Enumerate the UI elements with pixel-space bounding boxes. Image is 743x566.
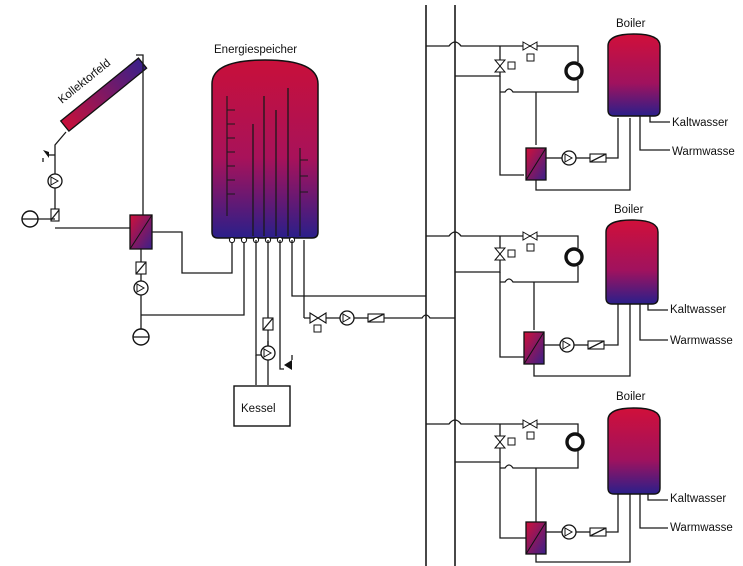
warm-water-label: Warmwasse: [672, 146, 735, 158]
radiator-icon: [564, 61, 584, 81]
boiler-label: Boiler: [614, 204, 644, 216]
collector-field: Kollektorfeld: [56, 57, 148, 133]
valve-icon: [522, 419, 538, 440]
check-valve-icon: [367, 313, 385, 323]
flowmeter-icon: [135, 261, 147, 275]
expansion-vessel-icon: [132, 328, 150, 346]
cold-water-label: Kaltwasser: [670, 304, 726, 316]
flowmeter-icon: [262, 317, 274, 331]
safety-valve-icon: [284, 355, 293, 370]
warm-water-label: Warmwasse: [670, 522, 733, 534]
pump-icon: [561, 524, 577, 540]
pump-icon: [339, 310, 355, 326]
heat-exchanger-icon: [129, 214, 153, 250]
pump-icon: [260, 345, 276, 361]
check-valve-icon: [589, 153, 607, 163]
warm-water-label: Warmwasse: [670, 335, 733, 347]
expansion-vessel-icon: [21, 210, 55, 228]
check-valve-icon: [587, 340, 605, 350]
valve-icon: [522, 231, 538, 252]
circuit-1: Boiler Kaltwasser Warmwasse: [426, 18, 735, 191]
circuit-2: Boiler Kaltwasser Warmwasse: [426, 204, 733, 377]
dhw-boiler: [607, 407, 661, 495]
safety-valve-icon: [42, 150, 55, 162]
pump-icon: [561, 150, 577, 166]
kessel-label: Kessel: [241, 403, 276, 415]
pump-icon: [133, 280, 149, 296]
cold-water-label: Kaltwasser: [670, 493, 726, 505]
boiler-label: Boiler: [616, 391, 646, 403]
circuit-3: Boiler Kaltwasser Warmwasse: [426, 391, 733, 563]
heat-exchanger-icon: [523, 331, 545, 365]
check-valve-icon: [50, 208, 60, 222]
dhw-boiler: [607, 33, 661, 117]
valve-icon: [493, 59, 516, 73]
dhw-boiler: [605, 219, 659, 305]
cold-water-label: Kaltwasser: [672, 117, 728, 129]
heat-exchanger-icon: [525, 147, 547, 181]
valve-icon: [309, 312, 327, 333]
pump-icon: [47, 173, 63, 189]
boiler-box: [233, 385, 291, 427]
check-valve-icon: [589, 527, 607, 537]
energy-storage-tank: [211, 59, 319, 244]
pump-icon: [559, 337, 575, 353]
radiator-icon: [565, 432, 585, 452]
valve-icon: [522, 41, 538, 62]
valve-icon: [493, 435, 516, 449]
boiler-label: Boiler: [616, 18, 646, 30]
heat-exchanger-icon: [525, 521, 547, 555]
storage-label: Energiespeicher: [214, 44, 297, 56]
valve-icon: [493, 247, 516, 261]
radiator-icon: [564, 247, 584, 267]
